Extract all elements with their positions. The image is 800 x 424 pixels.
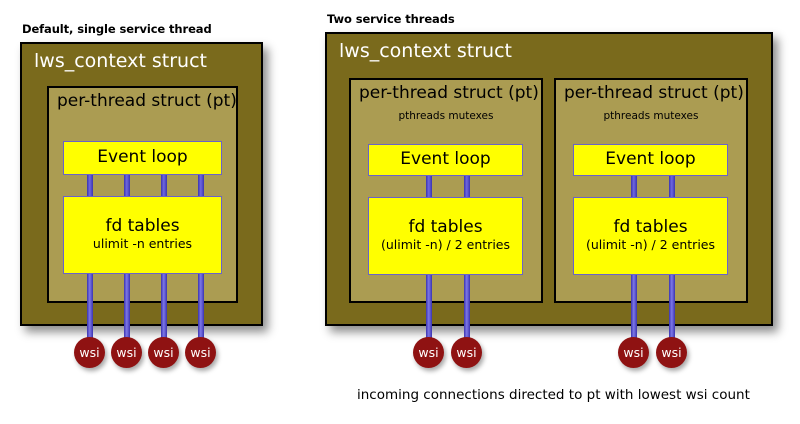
right-pt-title-0: per-thread struct (pt) [359, 83, 539, 103]
left-wsi-stem-0 [87, 274, 93, 342]
left-event-loop-box-0: Event loop [63, 141, 222, 175]
right-wsi-label-1-0: wsi [623, 345, 644, 360]
right-context-title: lws_context struct [339, 40, 512, 62]
right-pt-title-1: per-thread struct (pt) [564, 83, 744, 103]
left-wsi-label-3: wsi [190, 345, 211, 360]
right-wsi-stem-0-0 [426, 275, 432, 342]
right-connector-0-1 [464, 176, 470, 197]
right-connector-1-1 [669, 176, 675, 197]
left-fd-tables-box-0: fd tables ulimit -n entries [63, 196, 222, 274]
left-wsi-stem-2 [161, 274, 167, 342]
left-wsi-label-0: wsi [79, 345, 100, 360]
left-wsi-label-1: wsi [116, 345, 137, 360]
left-wsi-node-2[interactable]: wsi [148, 337, 179, 368]
left-event-loop-label-0: Event loop [97, 147, 188, 168]
right-wsi-label-0-1: wsi [456, 345, 477, 360]
left-connector-2 [161, 175, 167, 196]
left-wsi-node-3[interactable]: wsi [185, 337, 216, 368]
right-event-loop-label-1: Event loop [605, 149, 696, 170]
left-wsi-stem-1 [124, 274, 130, 342]
right-wsi-node-1-1[interactable]: wsi [656, 337, 687, 368]
right-wsi-stem-0-1 [464, 275, 470, 342]
right-event-loop-label-0: Event loop [400, 149, 491, 170]
left-wsi-node-0[interactable]: wsi [74, 337, 105, 368]
right-wsi-stem-1-1 [669, 275, 675, 342]
footnote-text: incoming connections directed to pt with… [357, 387, 750, 403]
right-connector-1-0 [631, 176, 637, 197]
left-panel-caption: Default, single service thread [22, 22, 212, 36]
left-context-title: lws_context struct [34, 50, 207, 72]
left-fd-tables-subtitle-0: ulimit -n entries [92, 236, 193, 252]
left-wsi-stem-3 [198, 274, 204, 342]
right-wsi-label-1-1: wsi [661, 345, 682, 360]
right-fd-tables-box-1: fd tables (ulimit -n) / 2 entries [573, 197, 728, 275]
right-pt-subtitle-0: pthreads mutexes [398, 110, 494, 122]
right-event-loop-box-0: Event loop [368, 144, 523, 176]
right-fd-tables-subtitle-1: (ulimit -n) / 2 entries [586, 237, 715, 253]
left-connector-0 [87, 175, 93, 196]
right-fd-tables-title-1: fd tables [613, 217, 688, 238]
right-wsi-node-1-0[interactable]: wsi [618, 337, 649, 368]
right-panel-caption: Two service threads [327, 12, 455, 26]
left-pt-title-0: per-thread struct (pt) [57, 91, 237, 111]
right-wsi-label-0-0: wsi [418, 345, 439, 360]
right-wsi-node-0-1[interactable]: wsi [451, 337, 482, 368]
right-wsi-stem-1-0 [631, 275, 637, 342]
left-connector-1 [124, 175, 130, 196]
right-fd-tables-title-0: fd tables [408, 217, 483, 238]
right-fd-tables-subtitle-0: (ulimit -n) / 2 entries [381, 237, 510, 253]
left-wsi-label-2: wsi [153, 345, 174, 360]
right-event-loop-box-1: Event loop [573, 144, 728, 176]
left-wsi-node-1[interactable]: wsi [111, 337, 142, 368]
right-pt-subtitle-1: pthreads mutexes [603, 110, 699, 122]
left-fd-tables-title-0: fd tables [105, 216, 180, 237]
left-connector-3 [198, 175, 204, 196]
right-wsi-node-0-0[interactable]: wsi [413, 337, 444, 368]
right-fd-tables-box-0: fd tables (ulimit -n) / 2 entries [368, 197, 523, 275]
right-connector-0-0 [426, 176, 432, 197]
